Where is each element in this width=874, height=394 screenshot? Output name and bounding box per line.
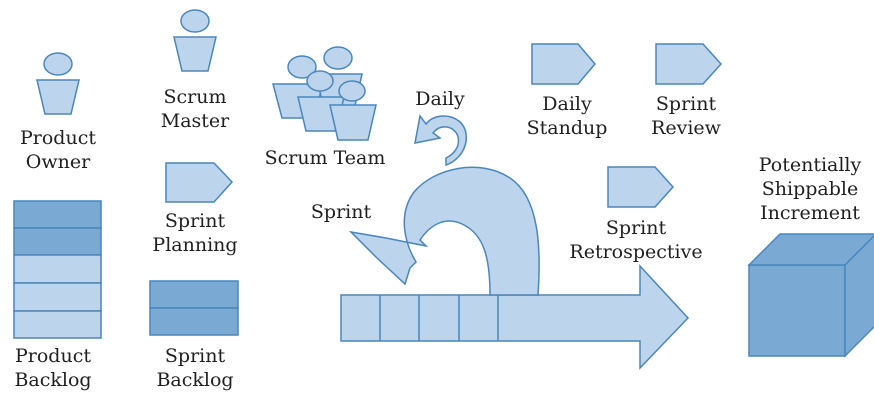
product-owner-label: Product Owner	[13, 126, 103, 174]
increment-cube	[747, 233, 874, 358]
scrum-team-label: Scrum Team	[255, 146, 395, 170]
sprint-retrospective-icon	[607, 166, 675, 208]
scrum-master-label-line2: Master	[160, 110, 230, 132]
product-backlog-label-line2: Backlog	[14, 369, 92, 391]
sprint-retrospective-label-line2: Retrospective	[569, 241, 703, 263]
sprint-backlog-stack	[149, 280, 239, 336]
sprint-cycle-arrow	[348, 166, 540, 296]
increment-label-line2: Shippable	[761, 178, 859, 200]
scrum-master-label-line1: Scrum	[163, 86, 227, 108]
sprint-backlog-item	[149, 307, 239, 336]
product-backlog-item	[13, 282, 102, 312]
sprint-review-label-line2: Review	[651, 117, 721, 139]
daily-cycle-label: Daily	[410, 87, 470, 111]
sprint-cycle-label: Sprint	[303, 200, 379, 224]
product-owner-label-line1: Product	[20, 127, 96, 149]
product-backlog-item	[13, 227, 102, 256]
sprint-planning-icon	[165, 162, 234, 203]
sprint-planning-label-line2: Planning	[152, 234, 238, 256]
sprint-backlog-label: Sprint Backlog	[150, 344, 240, 392]
product-backlog-label: Product Backlog	[8, 344, 98, 392]
daily-cycle-label-text: Daily	[415, 88, 465, 110]
product-backlog-item	[13, 200, 102, 229]
increment-label-line1: Potentially	[758, 154, 862, 176]
increment-label: Potentially Shippable Increment	[748, 153, 872, 225]
sprint-review-icon	[655, 43, 723, 85]
increment-label-line3: Increment	[760, 202, 860, 224]
sprint-planning-label-line1: Sprint	[164, 210, 226, 232]
daily-standup-label: Daily Standup	[518, 92, 616, 140]
sprint-backlog-label-line1: Sprint	[164, 345, 226, 367]
product-owner-label-line2: Owner	[25, 151, 91, 173]
scrum-master-label: Scrum Master	[150, 85, 240, 133]
daily-standup-label-line1: Daily	[542, 93, 592, 115]
sprint-timeline-arrow	[340, 264, 690, 370]
sprint-review-label: Sprint Review	[638, 92, 734, 140]
sprint-backlog-label-line2: Backlog	[156, 369, 234, 391]
product-backlog-stack	[13, 200, 102, 339]
sprint-retrospective-label-line1: Sprint	[605, 217, 667, 239]
daily-standup-label-line2: Standup	[526, 117, 608, 139]
daily-cycle-arrow	[414, 114, 468, 167]
scrum-master-icon	[173, 9, 217, 72]
daily-standup-icon	[531, 43, 596, 85]
sprint-retrospective-label: Sprint Retrospective	[563, 216, 709, 264]
sprint-cycle-label-text: Sprint	[310, 201, 372, 223]
sprint-backlog-item	[149, 280, 239, 309]
product-backlog-item	[13, 310, 102, 339]
product-backlog-label-line1: Product	[15, 345, 91, 367]
sprint-review-label-line1: Sprint	[655, 93, 717, 115]
scrum-team-label-text: Scrum Team	[264, 147, 386, 169]
product-owner-icon	[36, 52, 80, 115]
product-backlog-item	[13, 254, 102, 284]
scrum-team-icon	[272, 46, 377, 141]
sprint-planning-label: Sprint Planning	[147, 209, 243, 257]
